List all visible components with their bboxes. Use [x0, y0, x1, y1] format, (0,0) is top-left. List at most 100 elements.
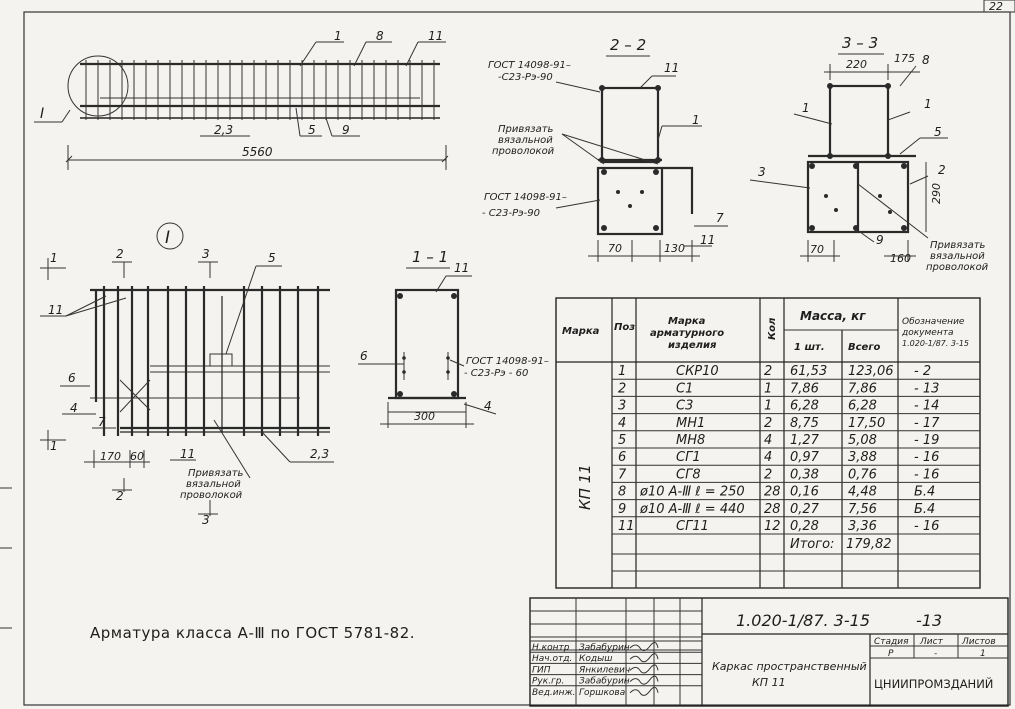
s33-dim-175: 175: [894, 52, 915, 65]
s33-dim-290: 290: [930, 183, 943, 204]
tb-sign-role: ГИП: [532, 665, 551, 675]
th-qty: Кол: [767, 317, 778, 340]
td-mass-one: 6,28: [790, 399, 819, 414]
s22-dim-130: 130: [664, 242, 685, 255]
tb-title-line-2: КП 11: [752, 676, 786, 689]
rebar-dot: [402, 370, 406, 374]
rebar-dot: [451, 293, 457, 299]
rebar-dot: [901, 225, 907, 231]
rebar-dot: [599, 85, 605, 91]
rebar-dot: [653, 169, 659, 175]
rebar-dot: [834, 208, 838, 212]
table-total-value: 179,82: [846, 537, 892, 552]
s33-tie-note-1: Привязать: [930, 240, 986, 251]
s33-mark-5: 5: [934, 125, 942, 139]
table-total-label: Итого:: [790, 537, 834, 552]
tb-sign-role: Н.контр: [532, 643, 570, 653]
th-doc-2: документа: [901, 328, 953, 338]
td-mass-total: 6,28: [848, 399, 877, 414]
tb-sign-name: Забабурин: [579, 643, 630, 653]
rebar-dot: [655, 157, 661, 163]
s22-gost-bottom: ГОСТ 14098-91–: [484, 192, 567, 203]
td-qty: 2: [764, 467, 772, 482]
td-mass-total: 7,56: [848, 502, 877, 517]
th-pos: Поз: [614, 322, 635, 333]
s33-tie-note-2: вязальной: [930, 251, 985, 262]
rebar-dot: [601, 225, 607, 231]
td-qty: 28: [764, 485, 781, 500]
detail-mark-11: 11: [48, 303, 63, 317]
td-mass-one: 1,27: [790, 433, 820, 448]
s22-mark-11b: 11: [700, 233, 715, 247]
main-mark-8: 8: [376, 29, 384, 43]
section-1-1-title: 1 – 1: [412, 248, 448, 266]
td-item: СКР10: [676, 364, 719, 379]
sheet-frame: [23, 11, 1011, 706]
td-doc: - 16: [914, 467, 939, 482]
td-qty: 1: [764, 381, 772, 396]
rebar-dot: [616, 190, 620, 194]
tb-title-line-1: Каркас пространственный: [712, 660, 867, 673]
tb-organization: ЦНИИПРОМЗДАНИЙ: [874, 676, 993, 691]
s33-mark-9: 9: [876, 233, 884, 247]
rebar-dot: [853, 163, 859, 169]
td-mass-total: 123,06: [848, 364, 894, 379]
tb-document-code: 1.020-1/87. 3-15: [736, 611, 870, 630]
td-mass-one: 7,86: [790, 381, 819, 396]
td-pos: 5: [618, 433, 626, 448]
signature-scribble: [629, 642, 659, 652]
td-mass-total: 3,36: [848, 519, 877, 534]
rebar-dot: [888, 210, 892, 214]
tb-stage-value: Р: [888, 649, 894, 659]
rebar-dot: [901, 163, 907, 169]
signature-scribble: [629, 664, 659, 674]
detail-I: I 1 2 3 1 2 3 5 11: [40, 222, 334, 527]
th-item-2: арматурного: [650, 328, 724, 339]
th-mass-total: Всего: [848, 342, 881, 353]
tb-sign-role: Вед.инж.: [532, 688, 576, 698]
s33-dim-70: 70: [810, 243, 824, 256]
detail-cut-1-top: 1: [50, 251, 58, 265]
tb-stage-label: Стадия: [874, 637, 909, 647]
rebar-dot: [809, 225, 815, 231]
main-elevation: I 5560 2,3 1 8 11 5 9: [34, 29, 449, 170]
main-length-dim: 5560: [242, 145, 273, 159]
s11-dim-300: 300: [414, 410, 435, 423]
main-mark-11: 11: [428, 29, 443, 43]
s33-mark-2: 2: [938, 163, 946, 177]
rebar-dot: [809, 163, 815, 169]
rebar-dot: [827, 153, 833, 159]
td-item: СГ11: [676, 519, 709, 534]
detail-tie-note-1: Привязать: [188, 468, 244, 479]
td-pos: 11: [618, 519, 635, 534]
tb-sign-name: Горшкова: [579, 688, 625, 698]
s11-gost-2: - С23-Рэ - 60: [464, 368, 528, 379]
td-doc: - 14: [914, 399, 939, 414]
rebar-dot: [653, 225, 659, 231]
td-mass-one: 0,16: [790, 485, 819, 500]
s33-mark-1b: 1: [924, 97, 932, 111]
td-mass-one: 0,28: [790, 519, 819, 534]
td-item: ø10 А-Ⅲ ℓ = 440: [639, 502, 745, 517]
td-doc: - 17: [914, 416, 940, 431]
tb-sign-name: Забабурин: [579, 677, 630, 687]
rebar-dot: [824, 194, 828, 198]
main-mark-9: 9: [342, 123, 350, 137]
tb-sheets-label: Листов: [961, 637, 996, 647]
rebar-dot: [601, 169, 607, 175]
rebar-dot: [446, 356, 450, 360]
td-pos: 2: [618, 381, 626, 396]
rebar-dot: [397, 293, 403, 299]
th-item-1: Марка: [668, 316, 706, 327]
td-item: СГ1: [676, 450, 701, 465]
section-2-2: 2 – 2 ГОСТ 14098-91– -С23-Рэ-90 Привязат…: [482, 36, 728, 262]
detail-cut-2-top: 2: [116, 247, 124, 261]
steel-class-note: Арматура класса А-Ⅲ по ГОСТ 5781-82.: [90, 624, 415, 642]
section-3-3-title: 3 – 3: [842, 34, 878, 52]
s22-mark-11: 11: [664, 61, 679, 75]
signature-scribble: [629, 675, 659, 685]
s22-mark-7: 7: [716, 211, 724, 225]
s22-mark-1: 1: [692, 113, 700, 127]
detail-mark-5: 5: [268, 251, 276, 265]
tb-sign-name: Кодыш: [579, 654, 612, 664]
